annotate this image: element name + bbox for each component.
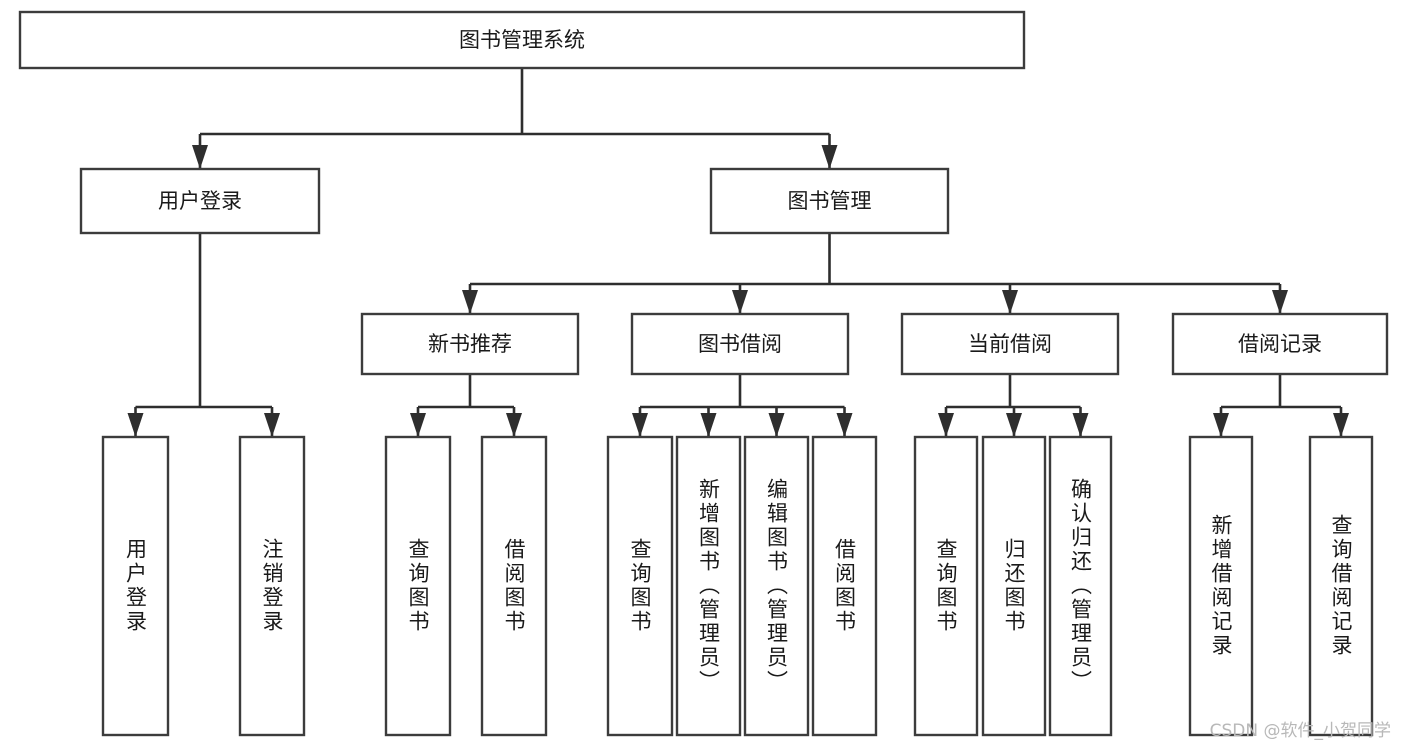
node-leaf-query-record[interactable]: 查询借阅记录 — [1308, 435, 1374, 737]
node-label-leaf-confirm-return: 确认归还（管理员） — [1069, 478, 1093, 694]
node-label-root: 图书管理系统 — [459, 28, 585, 52]
node-box-current-borrow — [900, 312, 1120, 376]
node-leaf-confirm-return[interactable]: 确认归还（管理员） — [1048, 435, 1113, 737]
arrow-head-book-manage-new-book-recommend — [462, 290, 478, 314]
node-box-leaf-add-book — [675, 435, 742, 737]
node-label-leaf-add-record: 新增借阅记录 — [1209, 514, 1233, 658]
node-borrow-record[interactable]: 借阅记录 — [1171, 312, 1389, 376]
arrow-head-new-book-recommend-leaf-query-book-1 — [410, 413, 426, 437]
node-box-leaf-user-logout — [238, 435, 306, 737]
node-box-leaf-confirm-return — [1048, 435, 1113, 737]
arrow-head-borrow-record-leaf-query-record — [1333, 413, 1349, 437]
node-new-book-recommend[interactable]: 新书推荐 — [360, 312, 580, 376]
node-box-leaf-query-book-2 — [606, 435, 674, 737]
node-box-new-book-recommend — [360, 312, 580, 376]
node-box-leaf-borrow-book-2 — [811, 435, 878, 737]
arrow-head-root-user-login — [192, 145, 208, 169]
arrow-head-current-borrow-leaf-query-book-3 — [938, 413, 954, 437]
node-leaf-add-book[interactable]: 新增图书（管理员） — [675, 435, 742, 737]
node-box-leaf-query-record — [1308, 435, 1374, 737]
node-label-leaf-query-book-2: 查询图书 — [628, 538, 652, 634]
arrow-head-book-manage-borrow-record — [1272, 290, 1288, 314]
node-leaf-add-record[interactable]: 新增借阅记录 — [1188, 435, 1254, 737]
node-leaf-borrow-book-1[interactable]: 借阅图书 — [480, 435, 548, 737]
arrow-head-book-borrow-leaf-query-book-2 — [632, 413, 648, 437]
arrow-head-root-book-manage — [821, 145, 838, 169]
node-box-leaf-return-book — [981, 435, 1047, 737]
node-label-leaf-query-record: 查询借阅记录 — [1329, 514, 1353, 658]
node-label-leaf-edit-book: 编辑图书（管理员） — [765, 478, 789, 694]
arrow-head-book-manage-current-borrow — [1002, 290, 1018, 314]
node-leaf-user-login[interactable]: 用户登录 — [101, 435, 170, 737]
arrow-head-book-borrow-leaf-add-book — [700, 413, 717, 437]
node-leaf-user-logout[interactable]: 注销登录 — [238, 435, 306, 737]
arrow-head-book-manage-book-borrow — [732, 290, 748, 314]
node-box-book-borrow — [630, 312, 850, 376]
node-root[interactable]: 图书管理系统 — [18, 10, 1026, 70]
node-leaf-query-book-3[interactable]: 查询图书 — [913, 435, 979, 737]
node-label-leaf-query-book-3: 查询图书 — [934, 538, 958, 634]
node-label-current-borrow: 当前借阅 — [968, 332, 1052, 356]
node-label-leaf-borrow-book-1: 借阅图书 — [502, 538, 526, 634]
node-leaf-borrow-book-2[interactable]: 借阅图书 — [811, 435, 878, 737]
node-current-borrow[interactable]: 当前借阅 — [900, 312, 1120, 376]
node-label-leaf-user-logout: 注销登录 — [260, 538, 284, 634]
arrow-head-user-login-leaf-user-login — [127, 413, 144, 437]
arrow-head-new-book-recommend-leaf-borrow-book-1 — [506, 413, 522, 437]
node-user-login[interactable]: 用户登录 — [79, 167, 321, 235]
node-leaf-query-book-1[interactable]: 查询图书 — [384, 435, 452, 737]
node-box-leaf-borrow-book-1 — [480, 435, 548, 737]
node-box-borrow-record — [1171, 312, 1389, 376]
node-label-leaf-borrow-book-2: 借阅图书 — [833, 538, 857, 634]
node-leaf-query-book-2[interactable]: 查询图书 — [606, 435, 674, 737]
node-label-user-login: 用户登录 — [158, 189, 242, 213]
arrow-head-current-borrow-leaf-confirm-return — [1072, 413, 1089, 437]
node-box-leaf-query-book-1 — [384, 435, 452, 737]
arrow-head-book-borrow-leaf-edit-book — [768, 413, 785, 437]
node-label-new-book-recommend: 新书推荐 — [428, 332, 512, 356]
node-book-borrow[interactable]: 图书借阅 — [630, 312, 850, 376]
node-label-leaf-query-book-1: 查询图书 — [406, 538, 430, 634]
connector-layer — [127, 68, 1349, 437]
node-label-leaf-add-book: 新增图书（管理员） — [697, 478, 721, 694]
arrow-head-current-borrow-leaf-return-book — [1006, 413, 1022, 437]
node-label-leaf-user-login: 用户登录 — [124, 538, 148, 634]
node-book-manage[interactable]: 图书管理 — [709, 167, 950, 235]
node-label-book-borrow: 图书借阅 — [698, 332, 782, 356]
arrow-head-borrow-record-leaf-add-record — [1213, 413, 1229, 437]
node-box-book-manage — [709, 167, 950, 235]
node-box-leaf-add-record — [1188, 435, 1254, 737]
arrow-head-book-borrow-leaf-borrow-book-2 — [836, 413, 853, 437]
node-box-user-login — [79, 167, 321, 235]
node-box-leaf-edit-book — [743, 435, 810, 737]
node-layer: 图书管理系统用户登录图书管理新书推荐图书借阅当前借阅借阅记录用户登录注销登录查询… — [18, 10, 1389, 737]
node-leaf-edit-book[interactable]: 编辑图书（管理员） — [743, 435, 810, 737]
node-box-leaf-user-login — [101, 435, 170, 737]
node-box-root — [18, 10, 1026, 70]
arrow-head-user-login-leaf-user-logout — [264, 413, 280, 437]
node-label-leaf-return-book: 归还图书 — [1002, 538, 1026, 634]
node-box-leaf-query-book-3 — [913, 435, 979, 737]
node-label-borrow-record: 借阅记录 — [1238, 332, 1322, 356]
node-label-book-manage: 图书管理 — [788, 189, 872, 213]
node-leaf-return-book[interactable]: 归还图书 — [981, 435, 1047, 737]
